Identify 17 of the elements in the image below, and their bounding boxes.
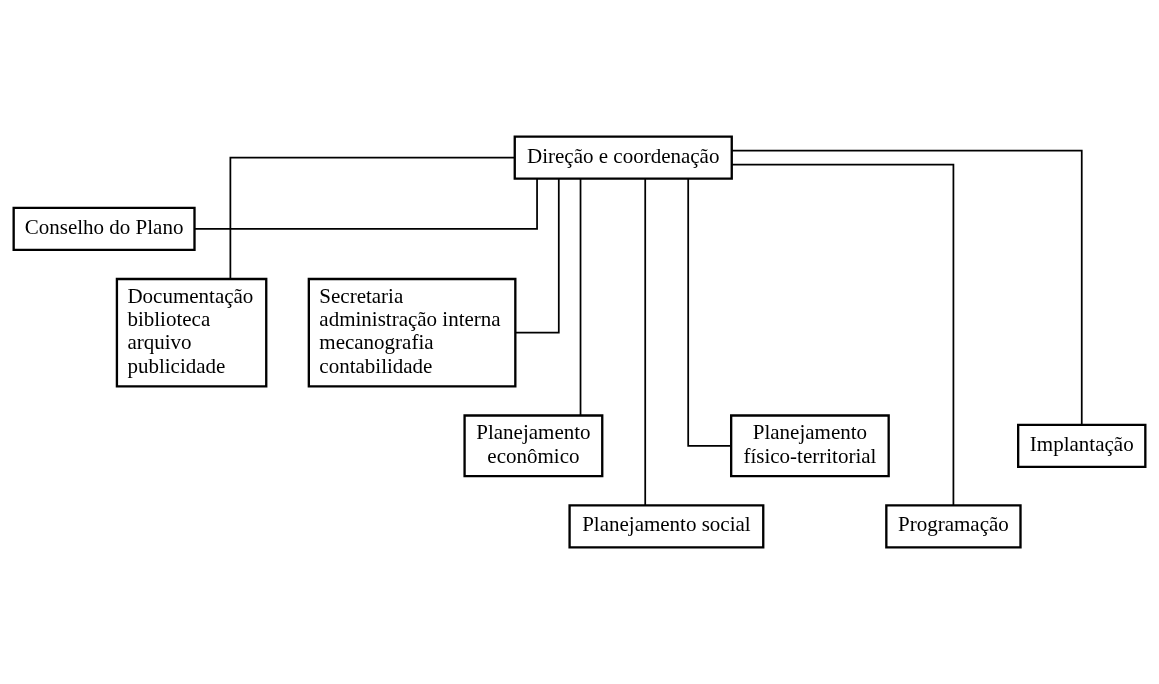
node-box: Secretaria administração interna mecanografia contabilidade (307, 277, 517, 388)
node-box: Planejamento econômico (463, 414, 604, 478)
connector (579, 177, 582, 417)
node-box: Planejamento físico-territorial (730, 414, 890, 478)
connector (687, 177, 732, 447)
node-box: Planejamento social (568, 504, 765, 549)
node-box: Conselho do Plano (12, 206, 196, 251)
node-box: Programação (885, 504, 1022, 549)
connector (731, 149, 1083, 426)
connector (229, 156, 516, 280)
connector (193, 178, 538, 230)
node-box: Direção e coordenação (513, 135, 733, 180)
connector (730, 163, 955, 507)
connector (644, 178, 647, 507)
node-box: Documentação biblioteca arquivo publicidade (115, 277, 268, 388)
connector (514, 177, 560, 334)
node-box: Implantação (1017, 423, 1147, 468)
